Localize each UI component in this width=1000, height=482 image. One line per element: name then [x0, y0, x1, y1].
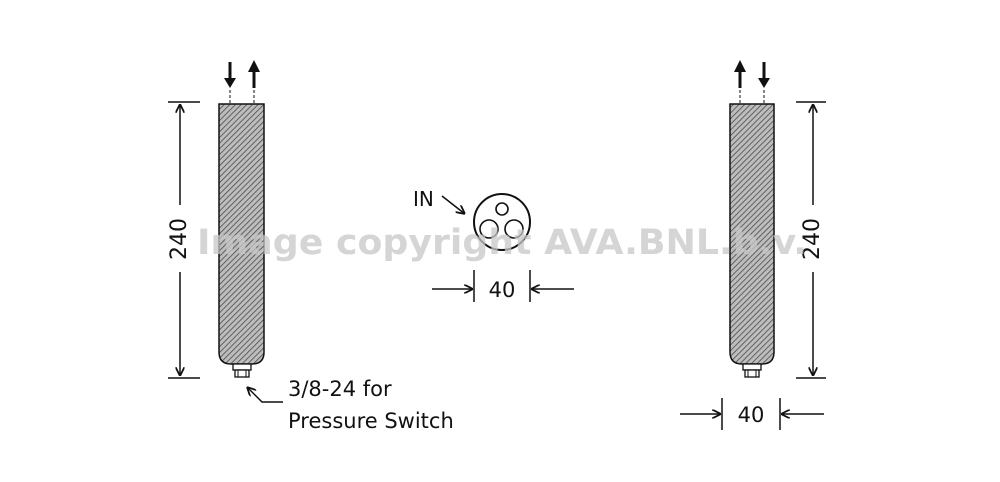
arrow-up-icon [734, 60, 746, 72]
fitting-note-line1: 3/8-24 for [288, 377, 392, 401]
watermark: Image copyright AVA.BNL.b.v. [197, 223, 807, 263]
left-pressure-fitting [232, 363, 252, 378]
arrow-down-icon [758, 78, 770, 88]
fitting-note-line2: Pressure Switch [288, 409, 454, 433]
right-height-dimension: 240 [796, 101, 826, 379]
top-view: IN 40 [413, 187, 574, 302]
right-bottom-fitting [742, 363, 762, 378]
right-flow-arrows [734, 60, 770, 104]
arrow-up-icon [248, 60, 260, 72]
top-port-small [495, 202, 509, 216]
fitting-callout: 3/8-24 for Pressure Switch [247, 377, 454, 433]
inlet-label: IN [413, 187, 434, 211]
top-diameter-label: 40 [489, 278, 516, 302]
left-height-dimension: 240 [167, 101, 200, 379]
left-drier: 240 3/8-24 for Pressure Switch [167, 60, 454, 433]
bottom-diameter-label: 40 [738, 403, 765, 427]
right-drier: 240 40 [680, 60, 826, 430]
left-flow-arrows [224, 60, 260, 104]
inlet-arrow-icon [441, 195, 465, 214]
bottom-diameter-dimension: 40 [680, 398, 824, 430]
top-port-right [504, 219, 524, 239]
left-height-label: 240 [167, 218, 192, 260]
top-diameter-dimension: 40 [432, 270, 574, 302]
right-height-label: 240 [800, 218, 825, 260]
top-port-left [479, 219, 499, 239]
arrow-down-icon [224, 78, 236, 88]
right-drier-body [729, 103, 775, 365]
left-drier-body [218, 103, 265, 365]
